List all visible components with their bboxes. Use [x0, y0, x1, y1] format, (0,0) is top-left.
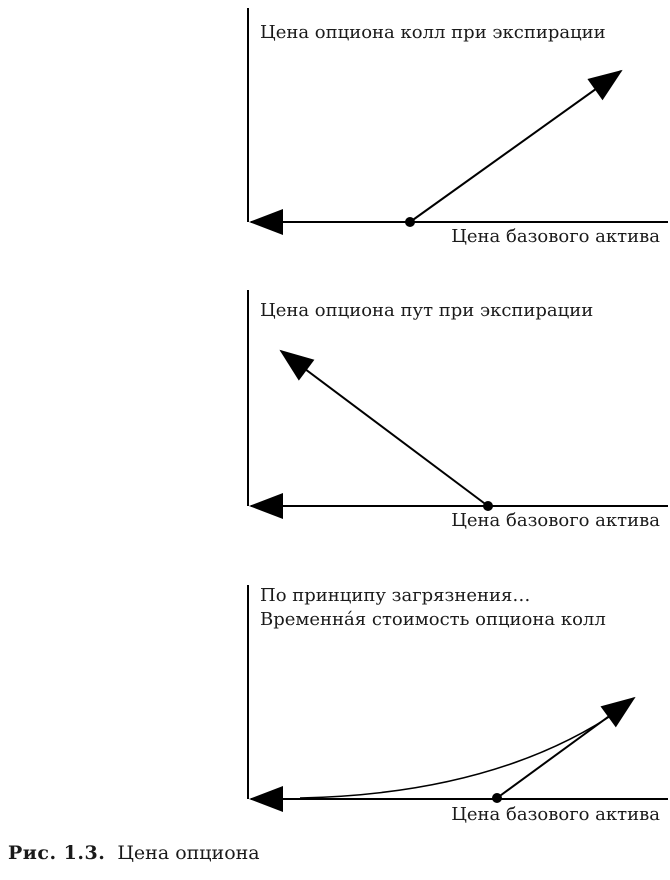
chart3-title: По принципу загрязнения… Временна́я стои… [260, 584, 606, 632]
figure-caption-text: Цена опциона [117, 842, 260, 864]
chart1-xaxis-label: Цена базового актива [451, 226, 660, 247]
chart2-xaxis-label: Цена базового актива [451, 510, 660, 531]
figure-caption: Рис. 1.3. Цена опциона [8, 842, 260, 864]
chart1-title: Цена опциона колл при экспирации [260, 22, 606, 43]
chart3-title-line2: Временна́я стоимость опциона колл [260, 609, 606, 630]
chart3-xaxis-label: Цена базового актива [451, 804, 660, 825]
chart2-title: Цена опциона пут при экспирации [260, 300, 594, 321]
chart3-title-line1: По принципу загрязнения… [260, 585, 531, 606]
figure-caption-label: Рис. 1.3. [8, 842, 106, 864]
